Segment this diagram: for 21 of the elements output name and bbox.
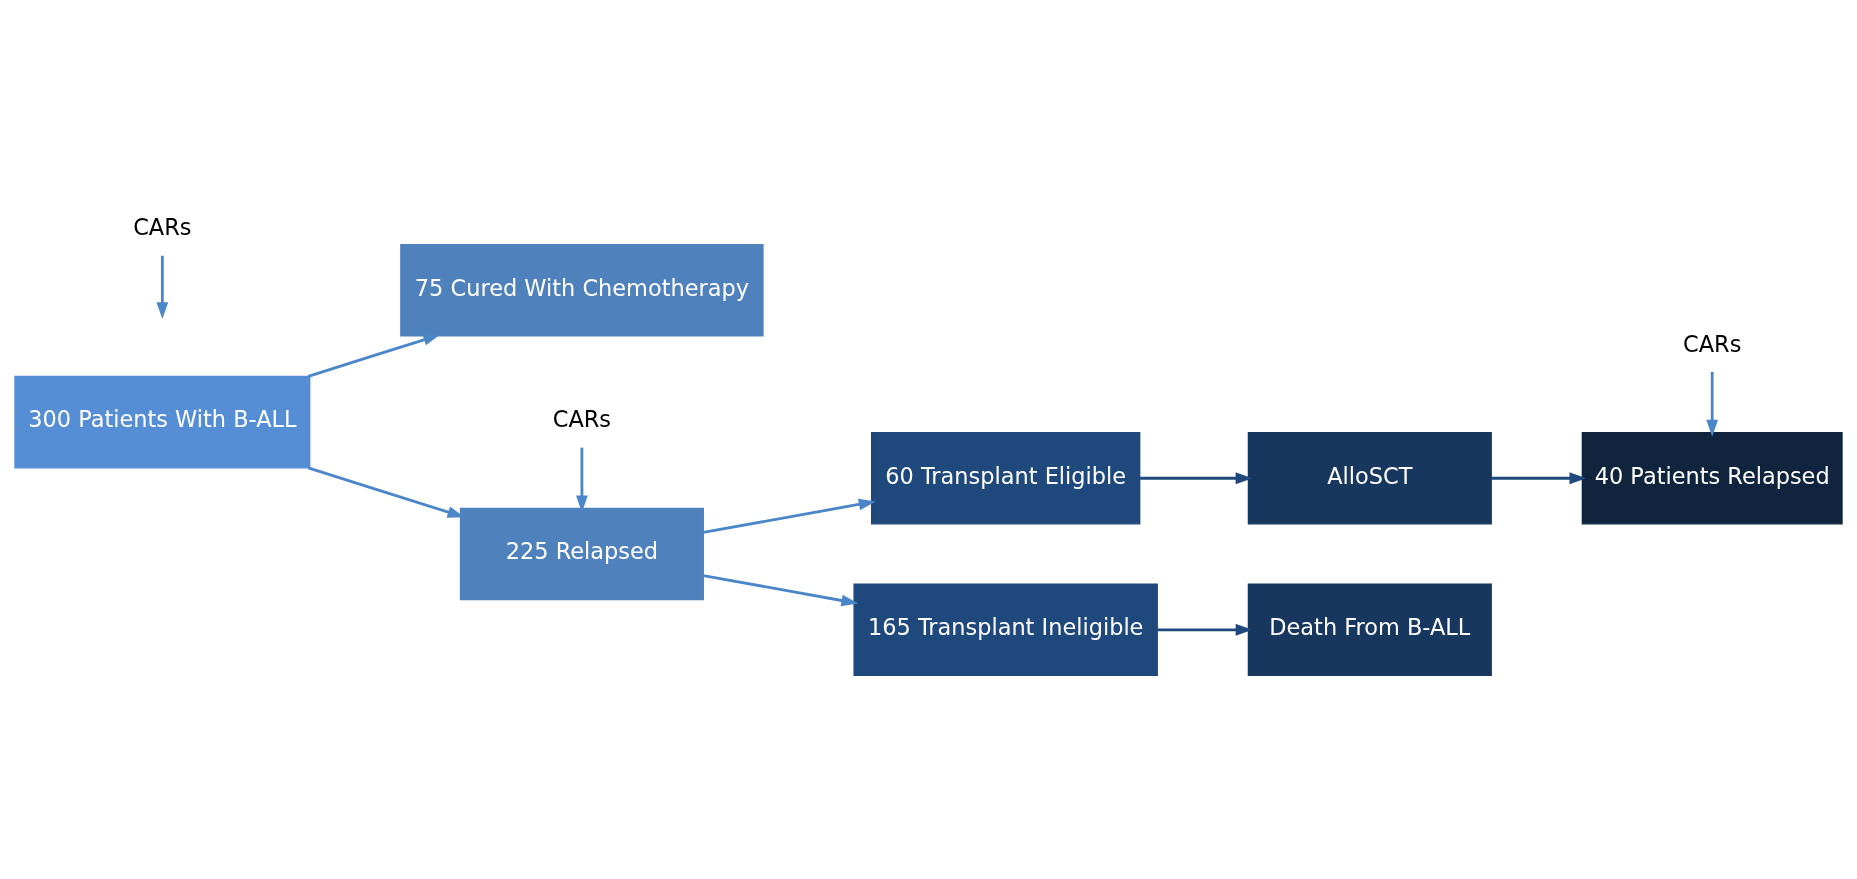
- node-box: 165 Transplant Ineligible: [853, 582, 1158, 676]
- node-box: 225 Relapsed: [459, 507, 704, 600]
- arrow: [1491, 471, 1587, 484]
- node-text: CARs: [1683, 330, 1742, 357]
- arrow: [703, 573, 859, 606]
- node-box: 300 Patients With B-ALL: [14, 375, 311, 468]
- node-box: 75 Cured With Chemotherapy: [400, 243, 764, 336]
- node-box: Death From B-ALL: [1247, 582, 1492, 676]
- arrow: [576, 447, 588, 512]
- arrow: [156, 255, 169, 319]
- node-box: 40 Patients Relapsed: [1581, 431, 1843, 525]
- arrow: [307, 333, 441, 378]
- arrow: [1706, 371, 1719, 437]
- arrow: [1140, 471, 1253, 484]
- arrow: [703, 498, 876, 534]
- node-box: AlloSCT: [1247, 431, 1492, 525]
- node-box: 60 Transplant Eligible: [870, 431, 1141, 525]
- node-text: CARs: [133, 213, 192, 240]
- node-text: CARs: [552, 405, 612, 432]
- arrow: [1157, 623, 1253, 636]
- arrow: [307, 466, 465, 518]
